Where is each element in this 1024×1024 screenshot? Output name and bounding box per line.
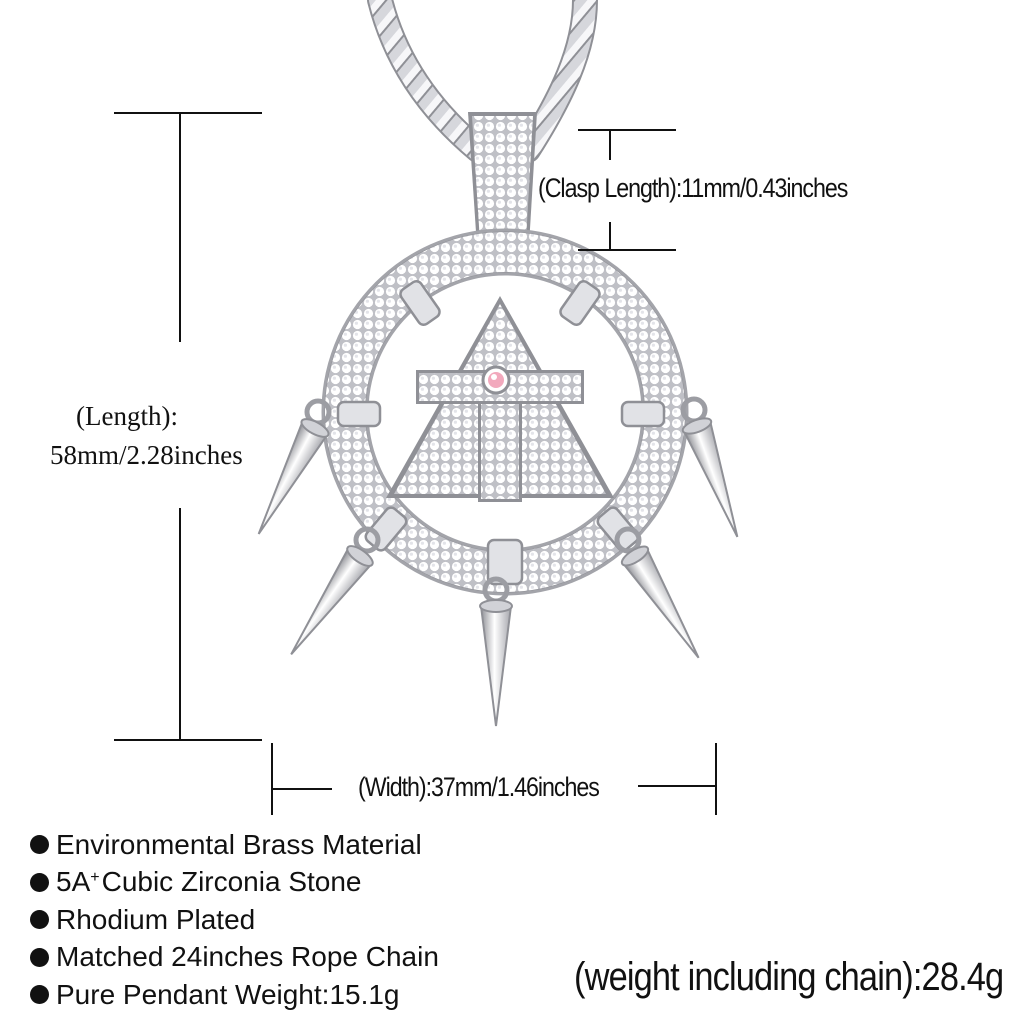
feature-text: Cubic Zirconia Stone (101, 866, 362, 898)
bullet-icon (30, 985, 49, 1005)
ring-bands (336, 280, 666, 586)
feature-text: Matched 24inches Rope Chain (56, 941, 439, 973)
feature-item-chain: Matched 24inches Rope Chain (30, 939, 439, 977)
feature-grade: 5A (56, 866, 91, 898)
feature-item-weight: Pure Pendant Weight:15.1g (30, 976, 439, 1014)
clasp-length-label: (Clasp Length):11mm/0.43inches (538, 173, 848, 203)
pyramid-eye (386, 296, 614, 502)
width-label: (Width):37mm/1.46inches (358, 772, 600, 802)
feature-item-stone: 5A+ Cubic Zirconia Stone (30, 864, 439, 902)
bullet-icon (30, 872, 49, 892)
feature-text: Rhodium Plated (56, 903, 256, 935)
rope-chain (367, 0, 598, 163)
feature-item-plating: Rhodium Plated (30, 901, 439, 939)
length-label-line2: 58mm/2.28inches (50, 440, 243, 470)
feature-text: Environmental Brass Material (56, 828, 422, 860)
feature-text: Pure Pendant Weight:15.1g (56, 978, 400, 1010)
total-weight-label: (weight including chain):28.4g (574, 955, 1004, 999)
dimension-lines (114, 112, 717, 815)
bail-clasp (468, 112, 537, 263)
bullet-icon (30, 910, 49, 930)
length-label-line1: (Length): (76, 401, 178, 431)
feature-grade-plus: + (90, 869, 100, 887)
spike-charms (257, 396, 739, 727)
feature-item-material: Environmental Brass Material (30, 826, 439, 864)
bullet-icon (30, 835, 49, 855)
bullet-icon (30, 947, 49, 967)
feature-list: Environmental Brass Material 5A+ Cubic Z… (30, 826, 439, 1014)
